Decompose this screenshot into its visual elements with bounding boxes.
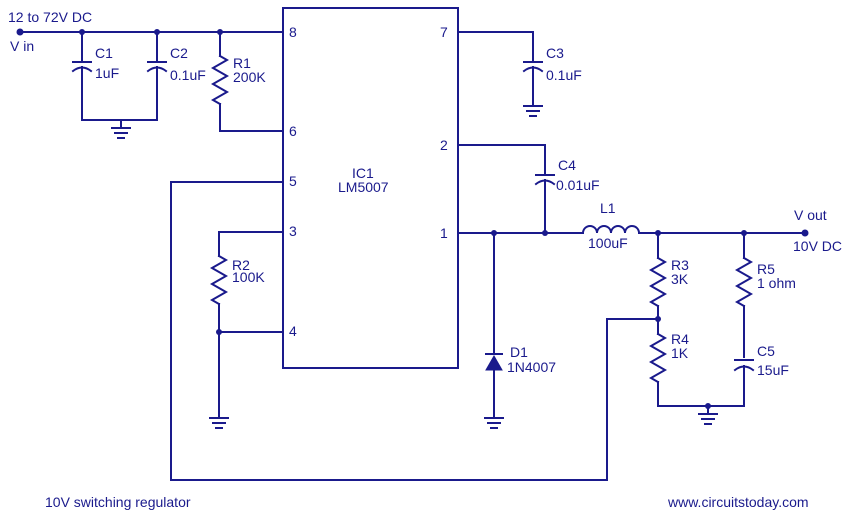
resistor-r2: R2 100K (209, 231, 284, 429)
c2-value: 0.1uF (170, 67, 206, 83)
d1-ref: D1 (510, 344, 528, 360)
c3-ref: C3 (546, 45, 564, 61)
r4-ref: R4 (671, 331, 689, 347)
pin-5-label: 5 (289, 173, 297, 189)
capacitor-c5: C5 15uF (733, 343, 789, 407)
diagram-title: 10V switching regulator (45, 494, 191, 510)
c1-ref: C1 (95, 45, 113, 61)
vout-terminal (801, 229, 809, 237)
c5-ref: C5 (757, 343, 775, 359)
r3-value: 3K (671, 271, 689, 287)
l1-ref: L1 (600, 200, 616, 216)
pin-4-label: 4 (289, 323, 297, 339)
pin-7-label: 7 (440, 24, 448, 40)
c1-c2-ground (81, 119, 158, 139)
resistor-r1: R1 200K (210, 31, 284, 132)
diode-d1: D1 1N4007 (484, 232, 556, 429)
capacitor-c4: C4 0.01uF (457, 144, 600, 234)
pin-8-label: 8 (289, 24, 297, 40)
output-stage: L1 100uF V out 10V DC (457, 200, 842, 254)
r2-value: 100K (232, 269, 265, 285)
resistor-r4: R4 1K (648, 316, 689, 407)
l1-value: 100uF (588, 235, 628, 251)
feedback-loop (170, 181, 659, 481)
vout-value: 10V DC (793, 238, 842, 254)
c4-value: 0.01uF (556, 177, 600, 193)
resistor-r5: R5 1 ohm (734, 232, 796, 358)
capacitor-c1: C1 1uF (71, 31, 119, 121)
d1-value: 1N4007 (507, 359, 556, 375)
r5-ref: R5 (757, 261, 775, 277)
junction-dot (542, 230, 548, 236)
website-credit: www.circuitstoday.com (667, 494, 809, 510)
c4-ref: C4 (558, 157, 576, 173)
ic-lm5007: IC1 LM5007 8 6 5 3 4 7 2 1 (282, 7, 459, 369)
ic-ref: IC1 (352, 165, 374, 181)
r4-value: 1K (671, 345, 689, 361)
r1-value: 200K (233, 69, 266, 85)
c1-value: 1uF (95, 65, 119, 81)
r2-ref: R2 (232, 257, 250, 273)
pin-3-label: 3 (289, 223, 297, 239)
input-rail: 12 to 72V DC V in (8, 9, 284, 54)
c3-value: 0.1uF (546, 67, 582, 83)
vout-label: V out (794, 207, 827, 223)
capacitor-c2: C2 0.1uF (146, 31, 206, 121)
vin-label: V in (10, 38, 34, 54)
r5-value: 1 ohm (757, 275, 796, 291)
resistor-r3: R3 3K (648, 232, 689, 335)
ic-part: LM5007 (338, 179, 389, 195)
pin-2-label: 2 (440, 137, 448, 153)
pin-1-label: 1 (440, 225, 448, 241)
capacitor-c3: C3 0.1uF (457, 31, 582, 117)
pin-6-label: 6 (289, 123, 297, 139)
vin-terminal (16, 28, 24, 36)
output-ground (657, 403, 745, 425)
r1-ref: R1 (233, 55, 251, 71)
c5-value: 15uF (757, 362, 789, 378)
input-range-label: 12 to 72V DC (8, 9, 92, 25)
r3-ref: R3 (671, 257, 689, 273)
c2-ref: C2 (170, 45, 188, 61)
inductor-l1 (581, 225, 641, 235)
